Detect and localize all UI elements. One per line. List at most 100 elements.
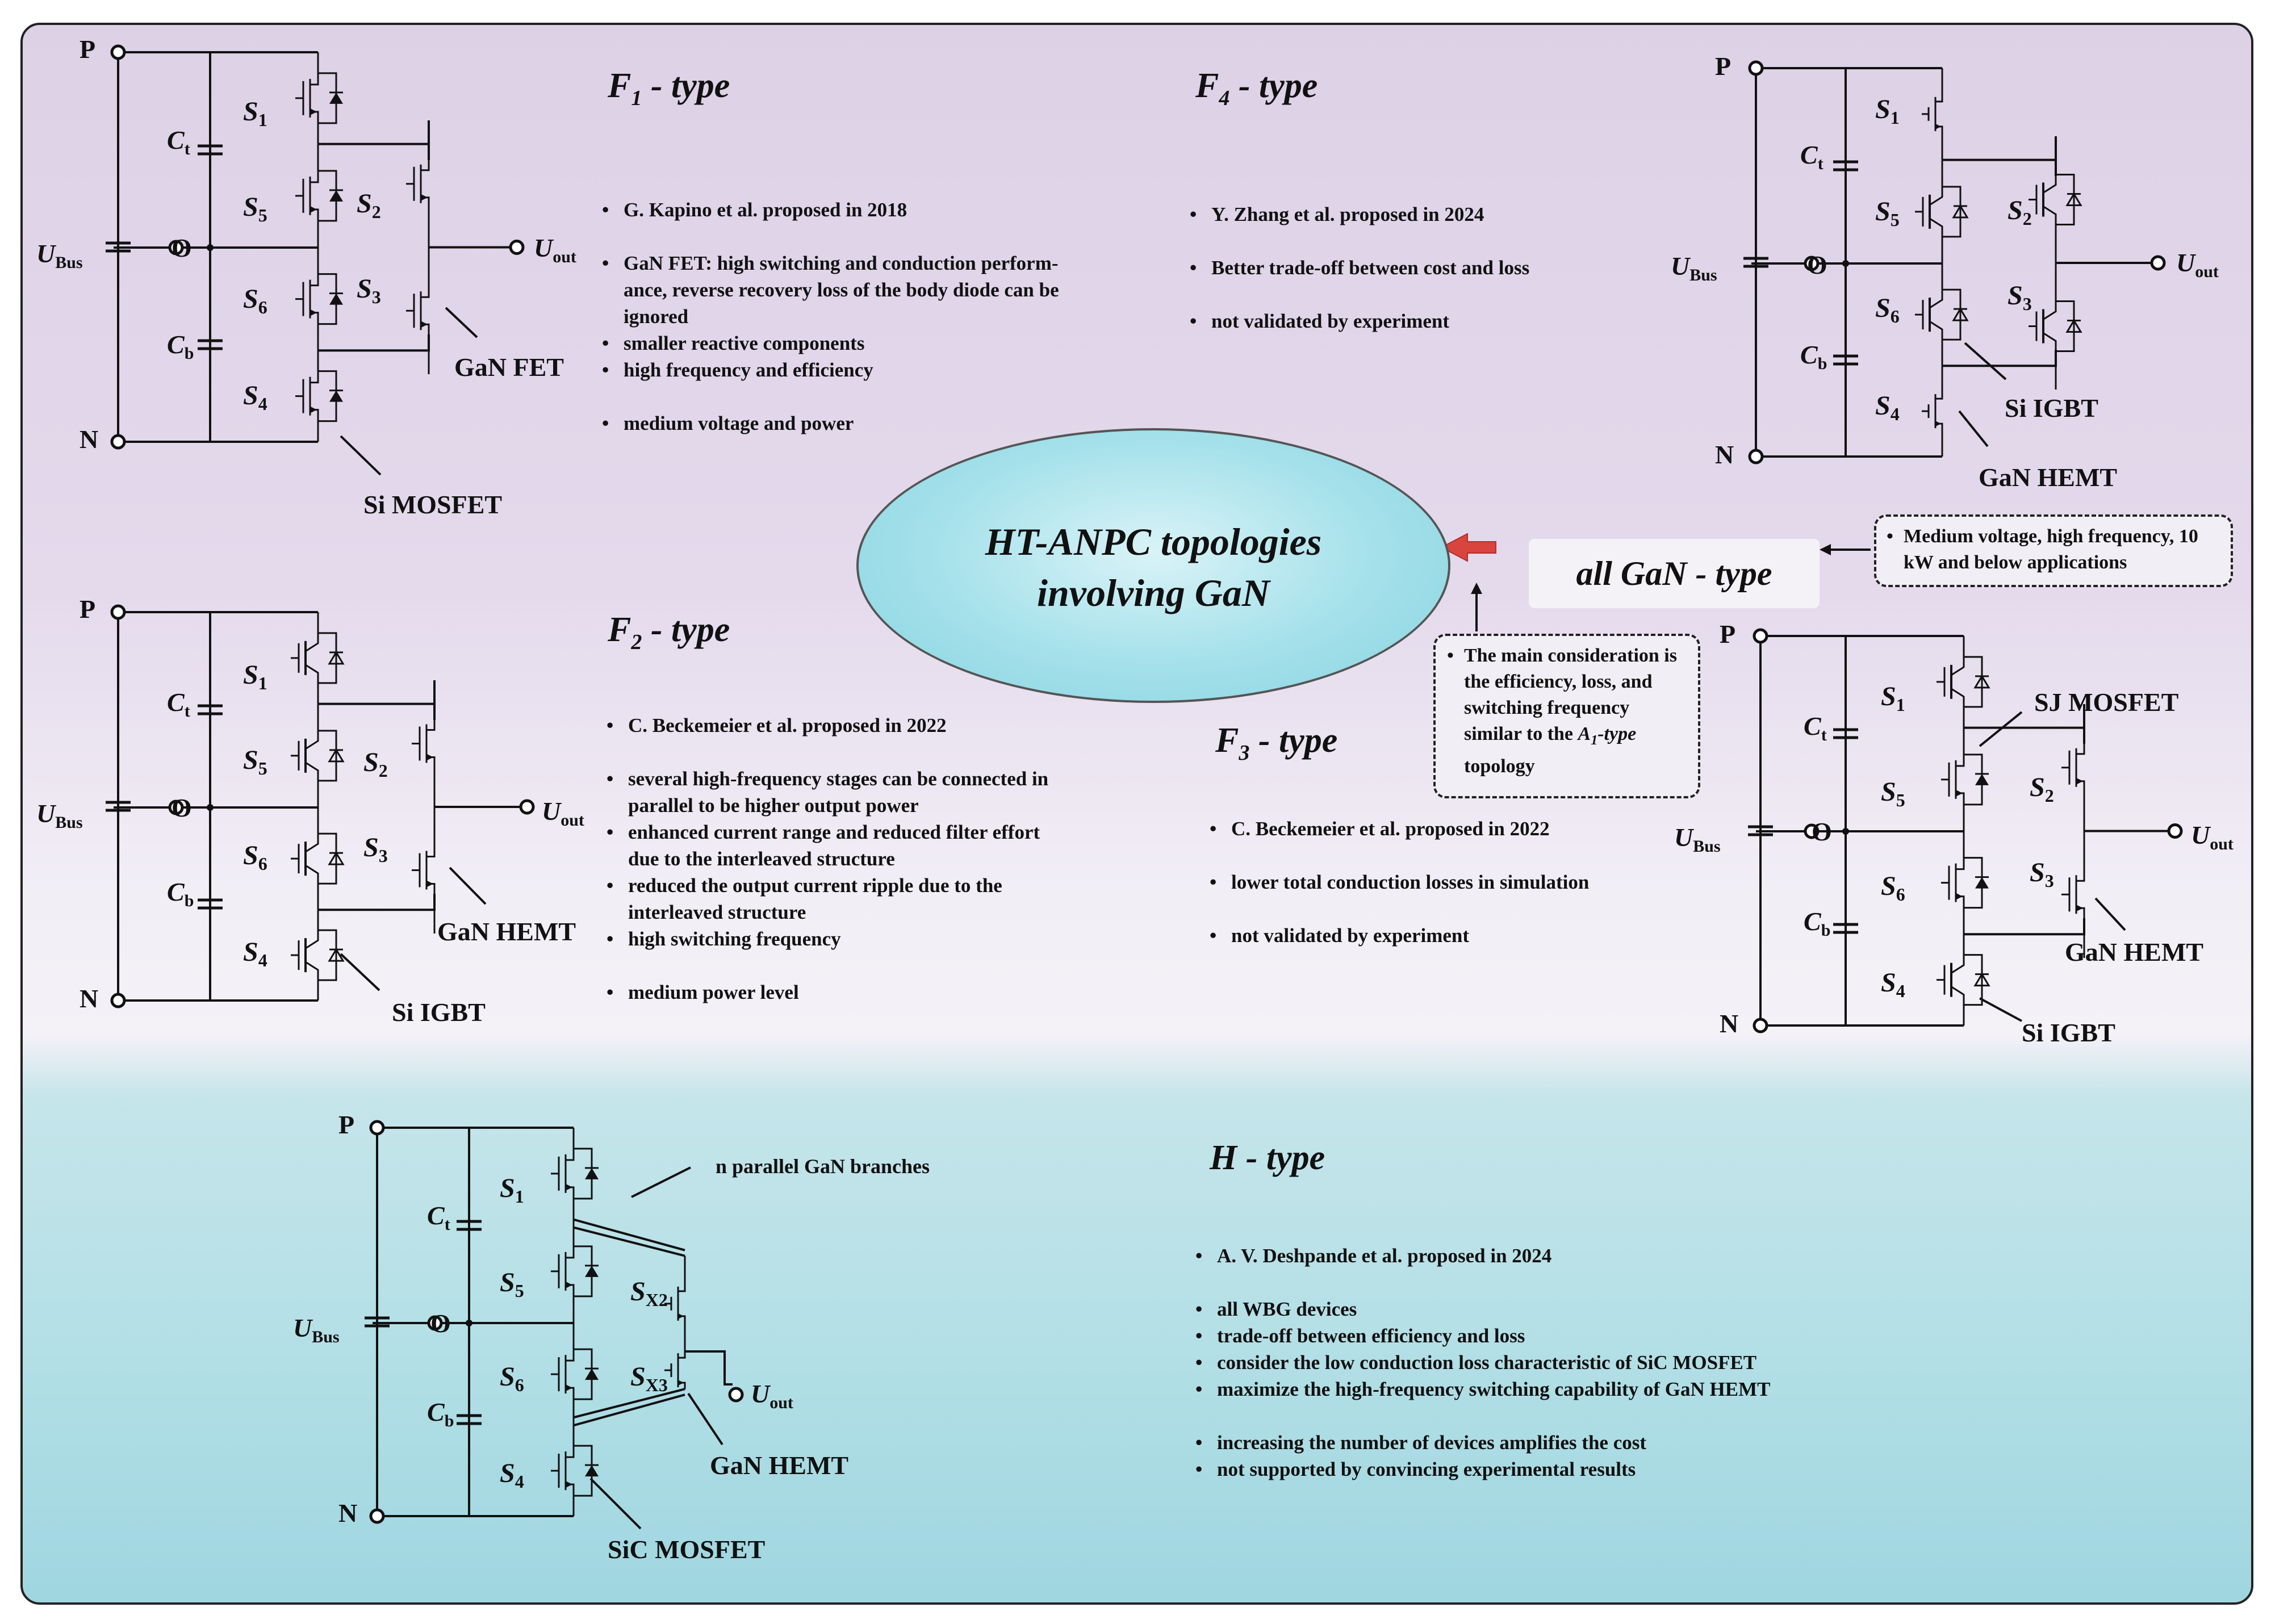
diode-symbol [328, 650, 345, 665]
pointer-line [449, 867, 487, 905]
wire [318, 894, 436, 911]
note-arrow-head [1820, 544, 1831, 555]
fet-drain [310, 52, 319, 86]
switch-label: S6 [1875, 293, 1900, 327]
fet-arrow [2076, 777, 2083, 785]
gan-hemt-symbol [2061, 831, 2085, 958]
igbt-collector [305, 704, 319, 750]
igbt-emitter [2043, 332, 2057, 390]
fet-drain [566, 1425, 575, 1458]
diode-symbol [1952, 307, 1969, 321]
gan-hemt-symbol [664, 1351, 686, 1389]
wire [318, 143, 430, 160]
switch-label: S5 [1875, 196, 1900, 230]
switch-label: S1 [500, 1173, 524, 1207]
h-bullet: maximize the high-frequency switching ca… [1195, 1376, 1934, 1403]
f4-device-lower: GaN HEMT [1979, 463, 2117, 492]
fet-arrow [566, 1183, 572, 1191]
igbt-symbol [1915, 160, 1969, 263]
igbt-symbol [291, 612, 345, 704]
igbt-collector [305, 807, 319, 853]
gan-hemt-symbol [412, 807, 436, 934]
capacitor-label: Cb [167, 877, 194, 910]
diode-symbol [328, 948, 345, 962]
f4-bullet: Y. Zhang et al. proposed in 2024 [1190, 201, 1644, 228]
node-N: N [338, 1499, 357, 1527]
f4-bullets: Y. Zhang et al. proposed in 2024 Better … [1190, 201, 1644, 334]
mosfet-symbol [295, 350, 343, 442]
fet-source [566, 1186, 575, 1220]
diode-wire [2056, 300, 2075, 352]
up-arrow-head [1471, 583, 1482, 594]
f1-device-upper: GaN FET [454, 353, 564, 382]
application-note: Medium voltage, high frequency, 10 kW an… [1904, 526, 2198, 573]
terminal-node [2167, 823, 2183, 839]
fet-source [310, 111, 319, 144]
switch-label: S2 [357, 189, 381, 222]
node-O: O [430, 1309, 451, 1338]
terminal-node [2150, 255, 2166, 271]
consideration-text: The main consideration is the efficiency… [1464, 645, 1677, 744]
fet-drain [566, 1323, 575, 1362]
bus-voltage-label: UBus [1671, 252, 1717, 284]
f2-device-upper: GaN HEMT [437, 917, 576, 946]
f1-device-lower: Si MOSFET [363, 490, 502, 519]
hemt-source [1935, 125, 1943, 160]
junction-dot [1842, 260, 1849, 267]
f2-bullet: medium power level [607, 979, 1072, 1006]
center-title-line2: involving GaN [1037, 571, 1270, 614]
switch-label: S2 [363, 747, 388, 781]
diode-wire [318, 832, 337, 885]
terminal-node [1748, 60, 1764, 76]
igbt-collector [2043, 136, 2057, 194]
fet-source [566, 1483, 575, 1516]
switch-label: S4 [1881, 968, 1905, 1001]
f1-bullet: GaN FET: high switching and conduction p… [602, 250, 1068, 330]
diode-symbol [585, 1265, 599, 1277]
wire [1942, 350, 2057, 367]
bus-voltage-label: UBus [293, 1313, 340, 1346]
switch-label: S2 [2007, 195, 2032, 229]
fet-arrow [566, 1384, 572, 1392]
fet-source [426, 756, 436, 807]
bus-voltage-label: UBus [36, 239, 83, 272]
mosfet-symbol [1941, 831, 1989, 935]
fet-drain [421, 120, 430, 171]
hemt-arrow [678, 1380, 684, 1386]
wire [573, 1393, 685, 1427]
fet-drain [310, 144, 319, 183]
diode-symbol [1973, 972, 1990, 987]
f3-device-lower: Si IGBT [2022, 1018, 2115, 1047]
diode-wire [318, 632, 337, 684]
pointer-line [631, 1166, 691, 1198]
fet-arrow [2076, 905, 2083, 912]
h-bullet: A. V. Deshpande et al. proposed in 2024 [1195, 1242, 1934, 1269]
capacitor-label: Cb [1804, 907, 1830, 940]
igbt-symbol [1915, 263, 1969, 366]
fet-arrow [421, 194, 428, 201]
switch-label: S5 [500, 1267, 524, 1301]
igbt-symbol [291, 807, 345, 910]
terminal-node [1748, 449, 1764, 464]
node-N: N [80, 425, 98, 454]
node-O: O [1807, 250, 1827, 279]
f3-device-top: SJ MOSFET [2034, 688, 2178, 717]
switch-label: SX2 [630, 1276, 668, 1310]
switch-label: SX3 [630, 1362, 668, 1395]
switch-label: S4 [1875, 391, 1900, 424]
fet-source [2076, 780, 2085, 831]
switch-label: S3 [2030, 857, 2054, 891]
fet-source [421, 196, 430, 248]
node-P: P [1715, 52, 1731, 81]
fet-arrow [1956, 789, 1963, 797]
diode-wire [1964, 656, 1983, 708]
fet-drain [310, 248, 319, 287]
fet-source [566, 1284, 575, 1323]
pointer-line [1979, 711, 2023, 747]
fet-arrow [310, 108, 317, 115]
hemt-drain [678, 1255, 686, 1292]
capacitor-label: Cb [427, 1397, 454, 1430]
node-P: P [80, 595, 95, 623]
f2-device-lower: Si IGBT [392, 998, 486, 1027]
